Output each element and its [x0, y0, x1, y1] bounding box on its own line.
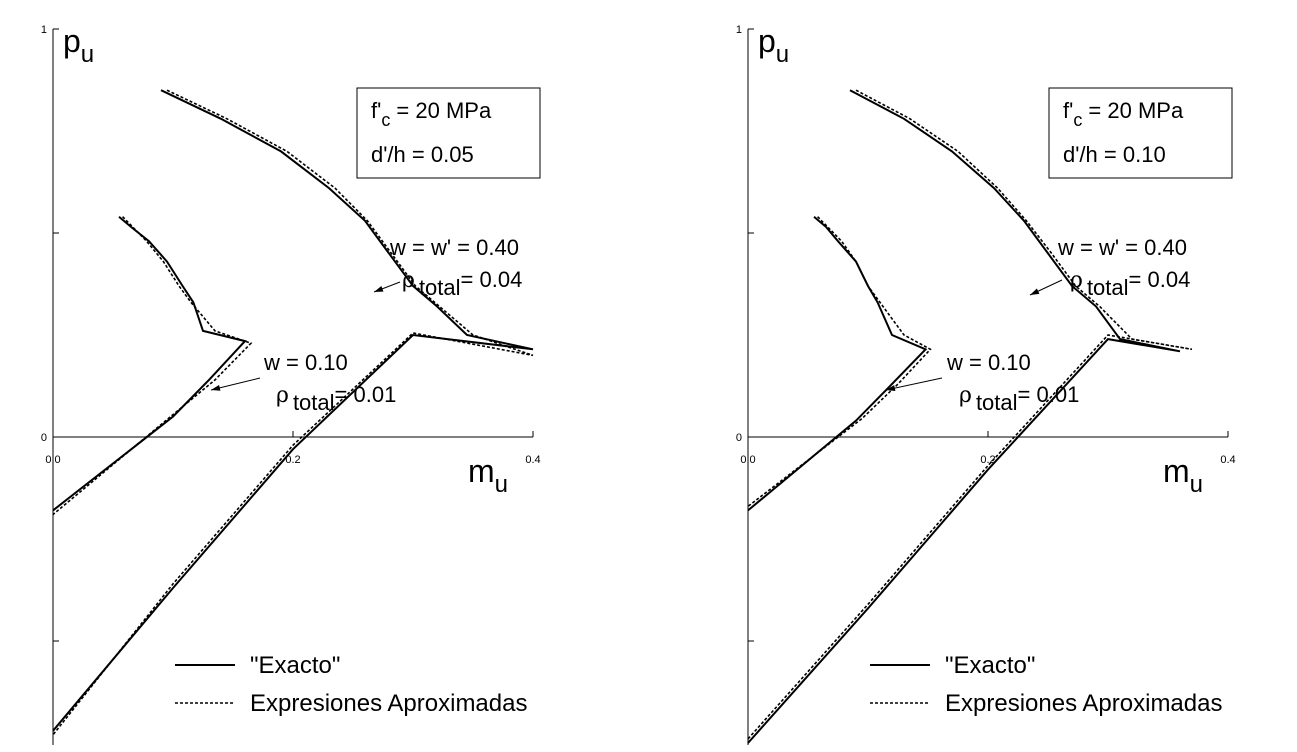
x-tick-label: 0.4 [525, 454, 540, 466]
x-tick-label: 0.2 [980, 454, 995, 466]
legend-exact-label: "Exacto" [945, 652, 1035, 679]
x-tick-label: 0.0 [45, 454, 60, 466]
annotation-label: w = 0.10 [946, 350, 1031, 375]
chart-panel-2: 1 0 0.0 0.2 0.4 pu mu f'c = 20 MPa d'/h = 0.10 w … [736, 23, 1236, 745]
x-tick-label: 0.2 [285, 454, 300, 466]
info-box [356, 87, 541, 179]
y-tick-label: 1 [41, 24, 47, 36]
info-box-cover-ratio: d'/h = 0.10 [1063, 142, 1166, 167]
series-approx-0.10 [52, 216, 253, 516]
annotation-arrowhead [374, 285, 384, 292]
chart-panel-1: 1 0 0.0 0.2 0.4 pu mu f'c = 20 MPa d'/h = 0.05 w … [41, 23, 541, 745]
y-tick-label: 0 [41, 432, 47, 444]
annotation-arrowhead [211, 384, 221, 391]
annotation-arrow [885, 377, 943, 391]
legend-approx-label: Expresiones Aproximadas [250, 690, 527, 717]
y-axis-label: pu [63, 23, 94, 68]
info-box-cover-ratio: d'/h = 0.05 [371, 142, 474, 167]
series-approx-0.40 [52, 89, 534, 736]
series-exact-0.10 [747, 215, 928, 512]
annotation-label: w = w' = 0.40 [1057, 235, 1187, 260]
legend-approx-label: Expresiones Aproximadas [945, 690, 1222, 717]
x-tick-label: 0.4 [1220, 454, 1235, 466]
series-approx-0.40 [747, 89, 1193, 740]
series-exact-0.40 [52, 89, 534, 732]
info-box [1048, 87, 1233, 179]
series-approx-0.10 [747, 216, 932, 508]
y-tick-label: 0 [736, 432, 742, 444]
annotation-label: w = 0.10 [263, 350, 348, 375]
y-tick-label: 1 [736, 24, 742, 36]
y-axis-label: pu [758, 23, 789, 68]
info-box-concrete-strength: f'c = 20 MPa [371, 98, 492, 130]
x-tick-label: 0.0 [740, 454, 755, 466]
legend-exact-label: "Exacto" [250, 652, 340, 679]
annotation-arrowhead [1030, 288, 1040, 295]
series-exact-0.40 [747, 89, 1181, 744]
series-exact-0.10 [52, 215, 247, 512]
info-box-concrete-strength: f'c = 20 MPa [1063, 98, 1184, 130]
x-axis-label: mu [1163, 453, 1203, 498]
annotation-label: w = w' = 0.40 [389, 235, 519, 260]
x-axis-label: mu [468, 453, 508, 498]
